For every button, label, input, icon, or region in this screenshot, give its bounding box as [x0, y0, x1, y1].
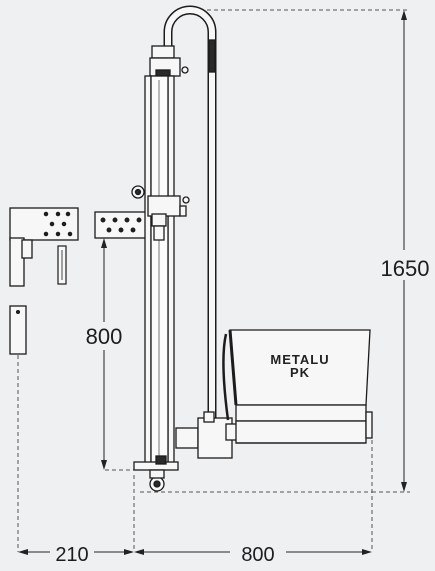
dimension-800-vertical: 800 [80, 238, 128, 470]
clamp-plate [94, 211, 151, 239]
dimension-800-horizontal: 800 [134, 540, 372, 566]
dimension-800-vertical-label: 800 [86, 324, 123, 349]
plate-accessory [9, 305, 27, 355]
l-bracket-attachment [9, 207, 79, 287]
pin-accessory [57, 245, 67, 285]
dimension-1650-label: 1650 [381, 256, 430, 281]
dimension-800-horizontal-label: 800 [241, 544, 274, 566]
brand-label-line2: PK [290, 365, 310, 380]
dimension-210-label: 210 [55, 544, 88, 566]
dimension-210: 210 [18, 540, 134, 566]
lift-mast [131, 5, 243, 492]
dimension-1650: 1650 [381, 10, 430, 492]
bucket-container: METALU PK [222, 329, 373, 444]
brand-label-line1: METALU [270, 352, 329, 367]
